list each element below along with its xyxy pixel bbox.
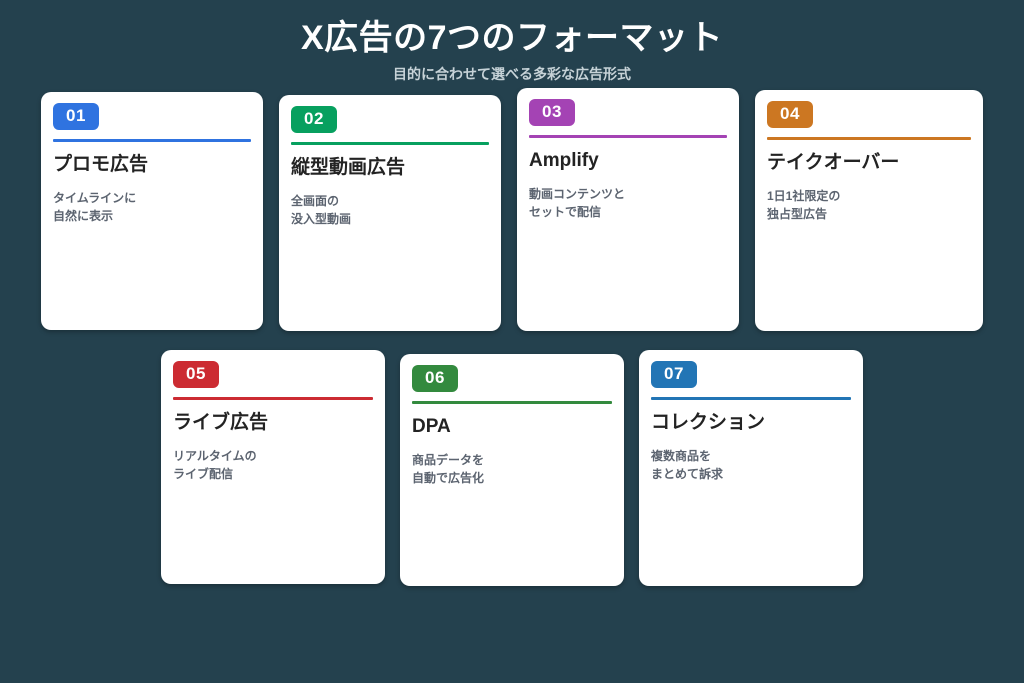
card-title: 縦型動画広告 (291, 156, 406, 178)
card-title: テイクオーバー (767, 151, 900, 173)
card-title: ライブ広告 (173, 411, 269, 433)
card-description: リアルタイムの ライブ配信 (173, 449, 257, 482)
card-number-badge: 07 (651, 361, 697, 388)
card-title: DPA (412, 415, 451, 437)
card-body: 07 コレクション複数商品を まとめて訴求 (639, 350, 863, 495)
card-body: 05 ライブ広告リアルタイムの ライブ配信 (161, 350, 385, 495)
card-accent-rule (53, 138, 251, 142)
card-number-badge: 02 (291, 106, 337, 133)
card-accent-rule (767, 136, 971, 140)
card-title: プロモ広告 (53, 153, 149, 175)
page-title: X広告の7つのフォーマット (300, 19, 724, 57)
card-description: 1日1社限定の 独占型広告 (767, 189, 841, 222)
format-card[interactable]: 04 テイクオーバー 1日1社限定の 独占型広告 (755, 90, 983, 331)
format-card[interactable]: 01 プロモ広告タイムラインに 自然に表示 (41, 92, 263, 330)
card-body: 01 プロモ広告タイムラインに 自然に表示 (41, 92, 263, 237)
card-body: 04 テイクオーバー 1日1社限定の 独占型広告 (755, 90, 983, 235)
card-accent-rule (412, 400, 612, 404)
card-accent-rule (529, 134, 727, 138)
card-description: 複数商品を まとめて訴求 (651, 449, 724, 482)
card-number-badge: 03 (529, 99, 575, 126)
card-body: 02 縦型動画広告全画面の 没入型動画 (279, 95, 501, 240)
card-accent-rule (291, 141, 489, 145)
card-accent-rule (173, 396, 373, 400)
card-number-badge: 05 (173, 361, 219, 388)
page-subtitle: 目的に合わせて選べる多彩な広告形式 (393, 65, 631, 82)
card-number-badge: 06 (412, 365, 458, 392)
card-number-badge: 04 (767, 101, 813, 128)
card-description: 全画面の 没入型動画 (291, 194, 352, 227)
format-card[interactable]: 05 ライブ広告リアルタイムの ライブ配信 (161, 350, 385, 584)
format-card[interactable]: 02 縦型動画広告全画面の 没入型動画 (279, 95, 501, 331)
card-description: 動画コンテンツと セットで配信 (529, 187, 626, 220)
card-description: タイムラインに 自然に表示 (53, 191, 137, 224)
card-title: コレクション (651, 411, 766, 433)
format-card[interactable]: 07 コレクション複数商品を まとめて訴求 (639, 350, 863, 586)
slide-header: X広告の7つのフォーマット 目的に合わせて選べる多彩な広告形式 (0, 0, 1024, 83)
card-accent-rule (651, 396, 851, 400)
card-number-badge: 01 (53, 103, 99, 130)
card-title: Amplify (529, 149, 599, 171)
card-description: 商品データを 自動で広告化 (412, 453, 485, 486)
